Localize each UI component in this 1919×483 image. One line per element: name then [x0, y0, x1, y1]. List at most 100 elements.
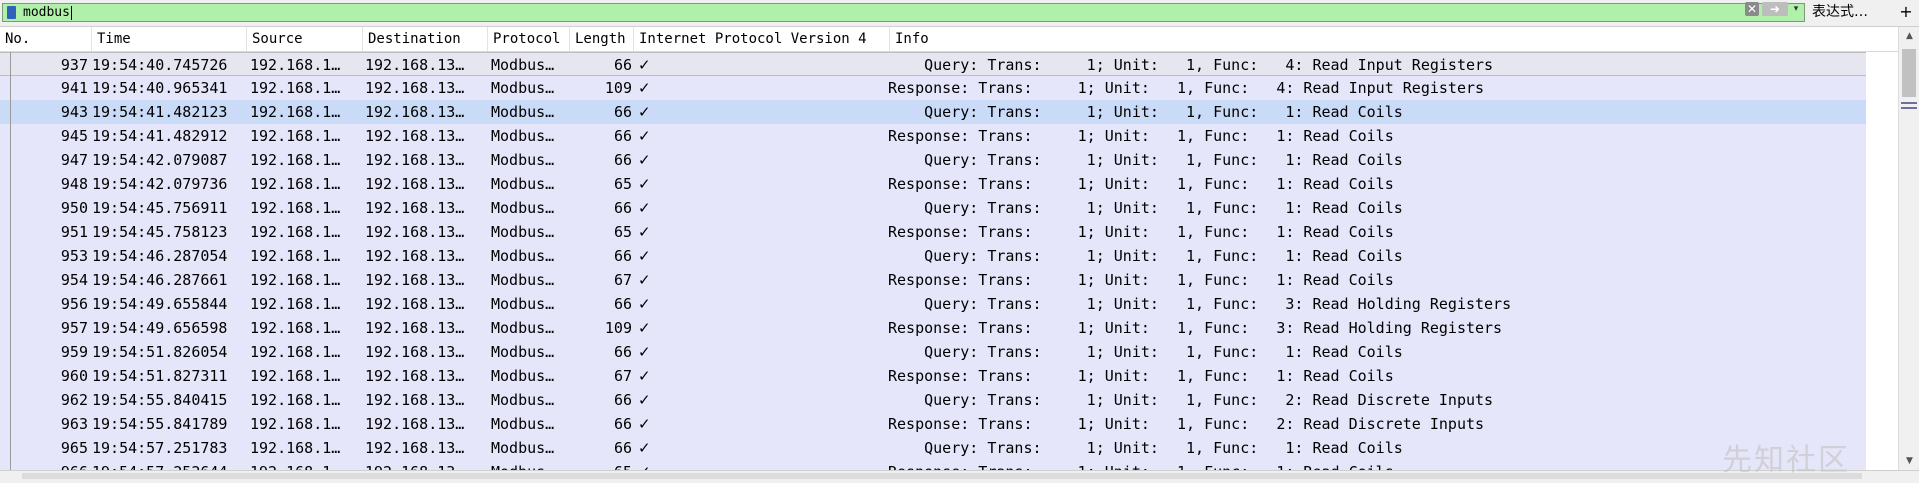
packet-source: 192.168.1…: [250, 367, 341, 385]
packet-destination: 192.168.13…: [365, 295, 465, 313]
scroll-up-icon[interactable]: ▲: [1906, 31, 1913, 41]
packet-destination: 192.168.13…: [365, 367, 465, 385]
packet-no: 941: [60, 79, 88, 97]
scroll-thumb[interactable]: [1902, 49, 1916, 97]
column-header-destination[interactable]: Destination: [363, 27, 488, 51]
packet-no: 965: [60, 439, 88, 457]
packet-list-header: No. Time Source Destination Protocol Len…: [0, 27, 1898, 52]
packet-time: 19:54:49.656598: [92, 319, 228, 337]
filter-history-dropdown-icon[interactable]: ▾: [1793, 4, 1799, 14]
packet-no: 963: [60, 415, 88, 433]
filter-text[interactable]: modbus: [23, 5, 72, 20]
expression-button[interactable]: 表达式…: [1812, 4, 1868, 20]
packet-length: 65: [613, 223, 632, 241]
packet-destination: 192.168.13…: [365, 343, 465, 361]
packet-destination: 192.168.13…: [365, 319, 465, 337]
packet-info: Response: Trans: 1; Unit: 1, Func: 3: Re…: [888, 319, 1503, 337]
packet-destination: 192.168.13…: [365, 175, 465, 193]
column-header-source[interactable]: Source: [247, 27, 363, 51]
packet-protocol: Modbus…: [491, 391, 555, 409]
packet-info: Query: Trans: 1; Unit: 1, Func: 1: Read …: [888, 247, 1403, 265]
packet-length: 109: [604, 79, 632, 97]
packet-protocol: Modbus…: [491, 319, 555, 337]
packet-protocol: Modbus…: [491, 247, 555, 265]
packet-source: 192.168.1…: [250, 175, 341, 193]
column-header-length[interactable]: Length: [570, 27, 634, 51]
packet-protocol: Modbus…: [491, 175, 555, 193]
vertical-scrollbar[interactable]: ▲ ▼: [1898, 27, 1919, 470]
packet-no: 962: [60, 391, 88, 409]
packet-destination: 192.168.13…: [365, 439, 465, 457]
packet-length: 66: [613, 247, 632, 265]
display-filter-input[interactable]: modbus: [2, 3, 1805, 22]
add-filter-button-icon[interactable]: +: [1899, 2, 1913, 21]
packet-time: 19:54:40.745726: [92, 56, 228, 74]
packet-protocol: Modbus…: [491, 367, 555, 385]
packet-length: 65: [572, 460, 632, 470]
packet-protocol: Modbus…: [491, 79, 555, 97]
minimap-marker: [1901, 102, 1917, 104]
apply-filter-icon[interactable]: ➜: [1762, 2, 1788, 16]
column-header-info[interactable]: Info: [895, 31, 929, 47]
ipv4-check-icon: ✓: [638, 391, 651, 409]
packet-info: Response: Trans: 1; Unit: 1, Func: 2: Re…: [888, 415, 1485, 433]
packet-length: 66: [613, 151, 632, 169]
packet-time: 19:54:57.251783: [92, 439, 228, 457]
packet-info: Query: Trans: 1; Unit: 1, Func: 1: Read …: [888, 103, 1403, 121]
packet-length: 66: [613, 127, 632, 145]
packet-protocol: Modbus…: [491, 460, 569, 470]
packet-source: 192.168.1…: [250, 79, 341, 97]
packet-length: 66: [613, 199, 632, 217]
packet-protocol: Modbus…: [491, 343, 555, 361]
ipv4-check-icon: ✓: [638, 415, 651, 433]
packet-info: Query: Trans: 1; Unit: 1, Func: 1: Read …: [888, 343, 1403, 361]
packet-destination: 192.168.13…: [365, 56, 465, 74]
packet-info: Query: Trans: 1; Unit: 1, Func: 1: Read …: [888, 439, 1403, 457]
bookmark-icon[interactable]: [7, 6, 16, 19]
column-header-time[interactable]: Time: [92, 27, 247, 51]
packet-destination: 192.168.13…: [365, 460, 485, 470]
ipv4-check-icon: ✓: [638, 79, 651, 97]
clear-filter-icon[interactable]: ✕: [1745, 2, 1759, 16]
column-header-no[interactable]: No.: [0, 27, 92, 51]
column-header-ipv4[interactable]: Internet Protocol Version 4: [634, 27, 890, 51]
packet-source: 192.168.1…: [250, 127, 341, 145]
horizontal-scroll-thumb[interactable]: [22, 473, 1862, 479]
packet-row[interactable]: 96619:54:57.252644192.168.1…192.168.13…M…: [0, 460, 1866, 470]
packet-protocol: Modbus…: [491, 415, 555, 433]
packet-source: 192.168.1…: [250, 271, 341, 289]
packet-protocol: Modbus…: [491, 199, 555, 217]
packet-no: 960: [60, 367, 88, 385]
scroll-down-icon[interactable]: ▼: [1906, 456, 1913, 466]
packet-info: Response: Trans: 1; Unit: 1, Func: 4: Re…: [888, 79, 1485, 97]
packet-source: 192.168.1…: [250, 295, 341, 313]
packet-source: 192.168.1…: [250, 319, 341, 337]
packet-time: 19:54:42.079736: [92, 175, 228, 193]
minimap-marker: [1901, 107, 1917, 109]
packet-destination: 192.168.13…: [365, 127, 465, 145]
packet-time: 19:54:57.252644: [92, 460, 244, 470]
ipv4-check-icon: ✓: [638, 103, 651, 121]
packet-destination: 192.168.13…: [365, 271, 465, 289]
horizontal-scrollbar[interactable]: [0, 470, 1919, 483]
ipv4-check-icon: ✓: [638, 367, 651, 385]
column-header-protocol[interactable]: Protocol: [488, 27, 570, 51]
